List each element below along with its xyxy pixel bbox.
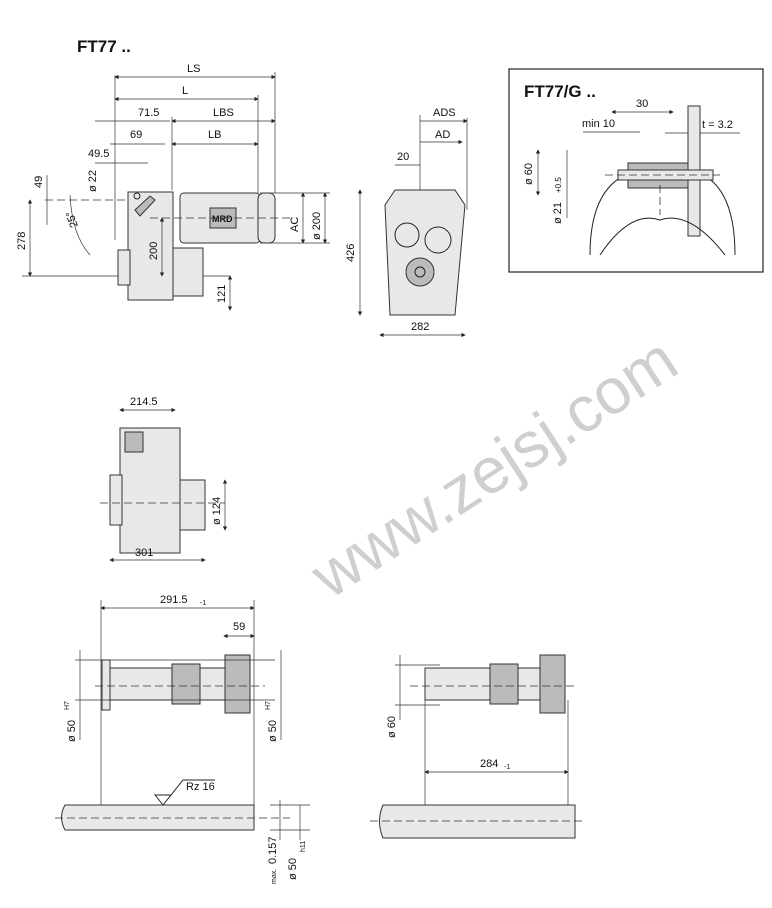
max-label: max.	[271, 869, 278, 884]
motor-label: MRD	[212, 214, 233, 224]
watermark: www.zejsj.com	[298, 323, 690, 612]
dim-angle-25: 25°	[64, 209, 81, 229]
machine-shaft-g	[379, 804, 576, 839]
side-housing	[384, 189, 466, 316]
dim-69: 69	[130, 129, 142, 141]
shaft-dia-tol: h11	[300, 841, 307, 852]
dim-lbs: LBS	[213, 107, 234, 119]
shaft-view-right: ø 60 284 -1	[370, 654, 585, 839]
dim-dia-21: ø 21	[552, 202, 564, 224]
main-view: FT77 .. LS L 71.5 LBS 69 LB 49.5 49 278 …	[16, 37, 330, 311]
dim-dia-200: ø 200	[311, 212, 323, 240]
dim-49-5: 49.5	[88, 148, 109, 160]
dim-59: 59	[233, 621, 245, 633]
dim-ad: AD	[435, 129, 450, 141]
dim-214-5: 214.5	[130, 396, 158, 408]
dim-dia-60-g: ø 60	[386, 716, 398, 738]
dim-278: 278	[16, 232, 28, 250]
dim-min-10: min 10	[582, 118, 615, 130]
dim-ac: AC	[289, 217, 301, 232]
dim-dia-22: ø 22	[87, 170, 99, 192]
bore-right-tol: H7	[265, 701, 272, 710]
dim-ads: ADS	[433, 107, 456, 119]
dim-t: t = 3.2	[702, 119, 733, 131]
top-view: 214.5 ø 124 301	[100, 396, 228, 563]
shaft-dia: ø 50	[287, 858, 299, 880]
dim-121: 121	[216, 285, 228, 303]
dim-49: 49	[33, 176, 45, 188]
dim-30: 30	[636, 98, 648, 110]
dim-lb: LB	[208, 129, 221, 141]
max-value: 0.157	[267, 836, 279, 864]
bore-left: ø 50	[66, 720, 78, 742]
bore-left-tol: H7	[64, 701, 71, 710]
dim-301: 301	[135, 547, 153, 559]
dim-20: 20	[397, 151, 409, 163]
dim-291-5-tol: -1	[200, 600, 206, 607]
roughness-rz16: Rz 16	[186, 781, 215, 793]
dim-284-tol: -1	[504, 764, 510, 771]
dim-ls: LS	[187, 63, 200, 75]
shaft-view-left: 291.5 -1 59 ø 50 H7 ø 50 H7 Rz 16 max. 0…	[55, 594, 310, 884]
dim-dia-60: ø 60	[523, 163, 535, 185]
dim-dia-124: ø 124	[211, 497, 223, 525]
dim-71-5: 71.5	[138, 107, 159, 119]
dim-l: L	[182, 85, 188, 97]
dim-284: 284	[480, 758, 498, 770]
bore-right: ø 50	[267, 720, 279, 742]
dim-291-5: 291.5	[160, 594, 188, 606]
dim-dia-21-tolerance: +0.5	[554, 177, 563, 193]
dim-200: 200	[148, 242, 160, 260]
dim-426: 426	[345, 244, 357, 262]
side-view: ADS AD 20 426 282	[345, 107, 468, 338]
dim-282: 282	[411, 321, 429, 333]
machine-shaft	[61, 804, 255, 831]
main-view-title: FT77 ..	[77, 37, 131, 56]
inset-ft77g: FT77/G .. 30 min 10 t = 3.2 ø 60 ø 21 +0…	[508, 68, 764, 273]
inset-title: FT77/G ..	[524, 82, 596, 101]
